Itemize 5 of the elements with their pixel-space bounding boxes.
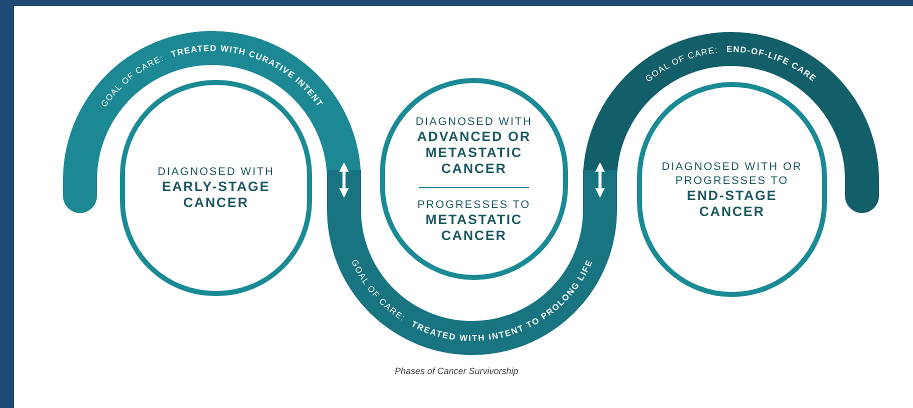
phase-text: PROGRESSES TO METASTATIC CANCER: [416, 198, 532, 244]
caption: Phases of Cancer Survivorship: [394, 366, 518, 376]
phase-text: DIAGNOSED WITH ADVANCED OR METASTATIC CANCER: [414, 114, 534, 176]
phase-text: DIAGNOSED WITH OR PROGRESSES TO END-STAGE CANCER: [660, 160, 804, 220]
phase-text: DIAGNOSED WITH EARLY-STAGE CANCER: [156, 165, 276, 211]
